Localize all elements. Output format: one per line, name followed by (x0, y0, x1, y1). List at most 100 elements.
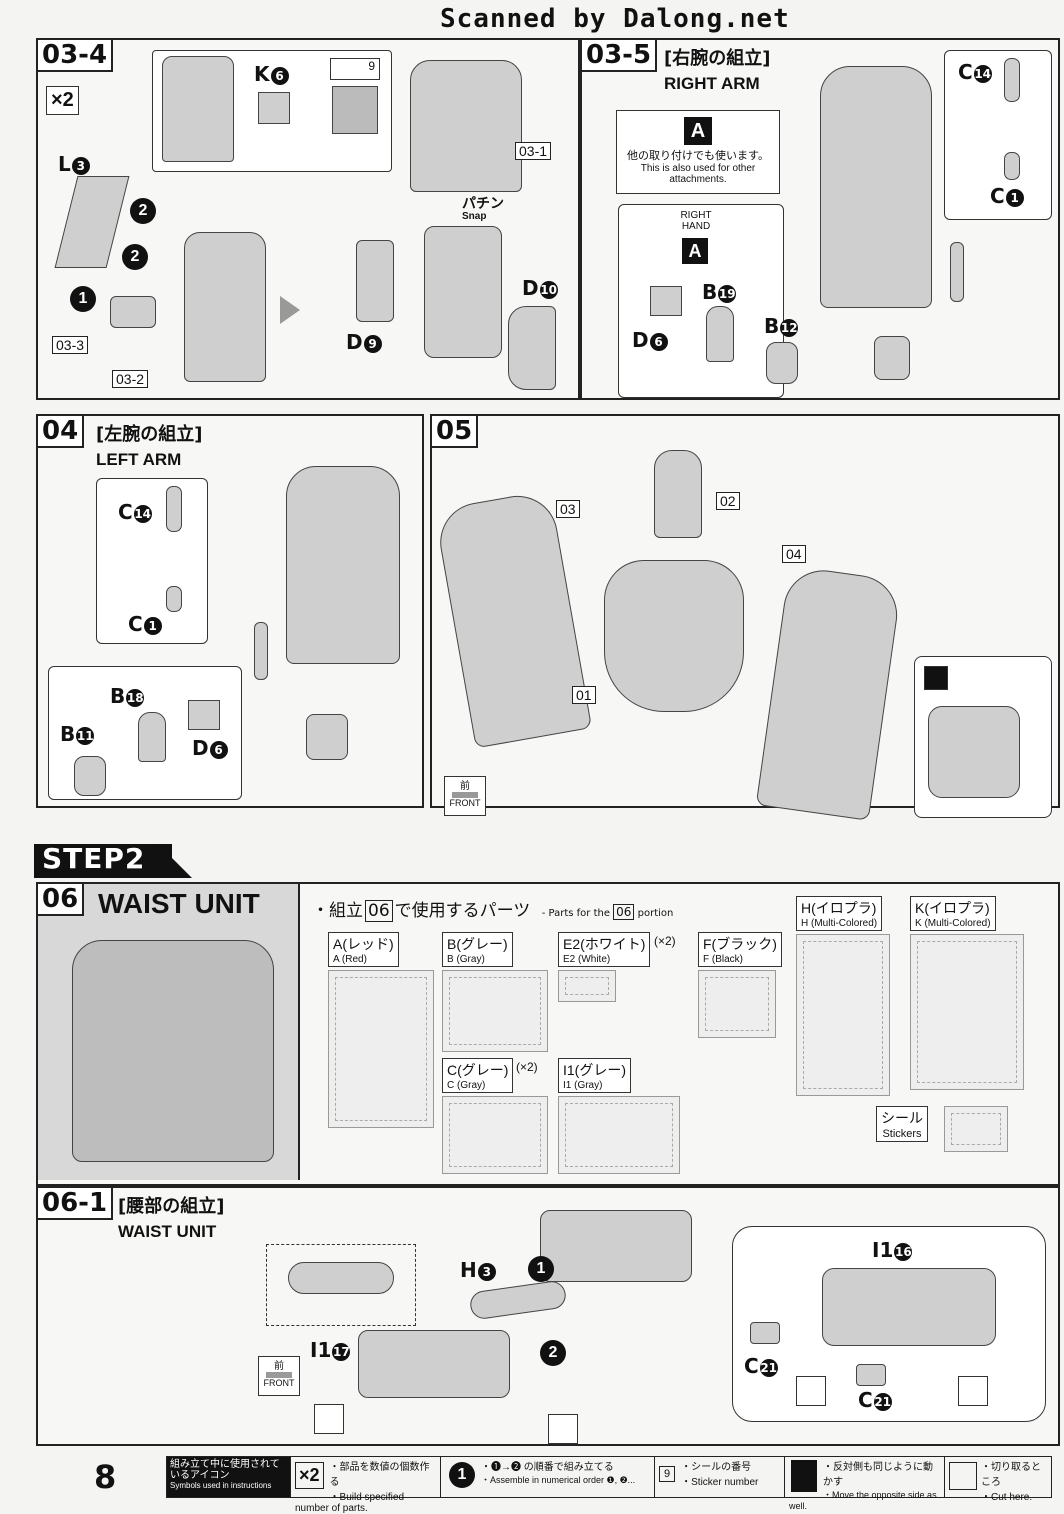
footer-item-cut: ・切り取るところ・Cut here. (944, 1456, 1052, 1503)
runner-i1 (558, 1096, 680, 1174)
sticker-illustration (332, 86, 378, 134)
step2-label: STEP2 (42, 842, 146, 875)
watermark: Scanned by Dalong.net (440, 4, 790, 34)
footer-legend-box: 組み立て中に使用されているアイコン Symbols used in instru… (166, 1456, 290, 1498)
runner-label-e2: E2(ホワイト)E2 (White) (558, 932, 651, 967)
ref-03-3: 03-3 (52, 336, 89, 354)
runner-label-i1: I1(グレー)I1 (Gray) (558, 1058, 631, 1093)
right-hand-inset (618, 204, 784, 398)
footer-item-sticker: 9 ・シールの番号・Sticker number (654, 1456, 784, 1498)
left-arm-illustration (286, 466, 400, 664)
right-arm-illustration (820, 66, 932, 308)
peg-inset (944, 50, 1052, 220)
sticker-sheet (944, 1106, 1008, 1152)
sticker-number-icon: 9 (659, 1466, 676, 1482)
next-arrow-icon (280, 296, 300, 324)
part-c14-illustration (166, 486, 182, 532)
step-title-en: LEFT ARM (96, 450, 182, 469)
runner-e2 (558, 970, 616, 1002)
note-en: This is also used for other attachments. (640, 163, 756, 185)
runner-label-b: B(グレー)B (Gray) (442, 932, 513, 967)
ref-03: 03 (556, 500, 580, 518)
runner-label-k: K(イロプラ)K (Multi-Colored) (910, 896, 996, 931)
footer-item-mirror: ・反対側も同じように動かす・Move the opposite side as … (784, 1456, 944, 1511)
waist-unit-illustration (72, 940, 274, 1162)
hand-closeup-illustration (928, 706, 1020, 798)
step-number: 03-5 (580, 38, 658, 72)
multiplier-icon: ×2 (295, 1462, 324, 1489)
ref-03-1: 03-1 (515, 142, 552, 160)
multiplier-badge: ×2 (46, 86, 79, 115)
ref-03-2: 03-2 (112, 370, 149, 388)
forearm-03-2 (184, 232, 266, 382)
step-title-jp: [腰部の組立] (118, 1196, 225, 1217)
cut-here-icon (949, 1462, 977, 1490)
step-number: 06-1 (36, 1186, 114, 1220)
divider (298, 884, 300, 1180)
runner-a (328, 970, 434, 1128)
torso-01-illustration (604, 560, 744, 712)
step-number: 06 (36, 882, 85, 916)
cut-here-icon (314, 1404, 344, 1434)
peg-assembled-illustration (254, 622, 268, 680)
part-c1-illustration (166, 586, 182, 612)
order-2-icon: 2 (130, 198, 156, 224)
ref-04: 04 (782, 545, 806, 563)
order-1-icon: 1 (528, 1256, 554, 1282)
runner-c (442, 1096, 548, 1174)
ref-02: 02 (716, 492, 740, 510)
front-badge: 前 FRONT (444, 776, 486, 816)
part-d6-illustration (188, 700, 220, 730)
ref-01: 01 (572, 686, 596, 704)
part-k6-illustration (258, 92, 290, 124)
left-hand-illustration (306, 714, 348, 760)
arm-part-illustration (162, 56, 234, 162)
part-03-3-illustration (110, 296, 156, 328)
step-title: WAIST UNIT (98, 888, 260, 919)
mirror-icon (924, 666, 948, 690)
hand-label: RIGHT HAND (680, 210, 712, 232)
front-badge: 前 FRONT (258, 1356, 300, 1396)
peg-inset (96, 478, 208, 644)
order-1-icon: 1 (70, 286, 96, 312)
step-number: 04 (36, 414, 85, 448)
step-number: 03-4 (36, 38, 114, 72)
part-b18-illustration (138, 712, 166, 762)
order-2-icon: 2 (540, 1340, 566, 1366)
part-d10-illustration (508, 306, 556, 390)
footer-item-multiplier: ×2 ・部品を数値の個数作る・Build specified number of… (290, 1456, 440, 1514)
mirror-icon (791, 1460, 817, 1492)
forearm-assembly-illustration (424, 226, 502, 358)
head-02-illustration (654, 450, 702, 538)
runner-h (796, 934, 890, 1096)
cut-here-icon (796, 1376, 826, 1406)
note-letter-icon: A (684, 117, 712, 145)
runner-label-f: F(ブラック)F (Black) (698, 932, 782, 967)
step-number: 05 (430, 414, 479, 448)
step-title-en: WAIST UNIT (118, 1222, 217, 1241)
part-c21-illustration (750, 1322, 780, 1344)
runner-count: (×2) (516, 1060, 538, 1074)
cut-here-icon (958, 1376, 988, 1406)
runner-label-h: H(イロプラ)H (Multi-Colored) (796, 896, 883, 931)
step-title-jp: [左腕の組立] (96, 424, 203, 445)
part-c1-illustration (1004, 152, 1020, 180)
waist-frame-illustration (540, 1210, 692, 1282)
